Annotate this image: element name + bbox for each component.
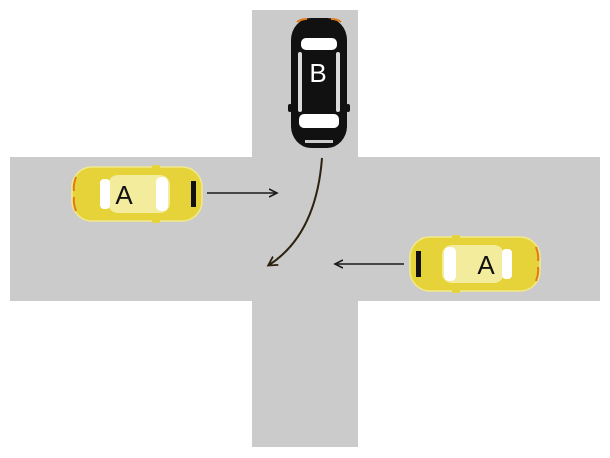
car-a-right-rear-window	[502, 249, 512, 279]
car-b-mirror-right	[346, 104, 350, 112]
car-a-right: A	[410, 235, 540, 293]
car-b-front-bumper	[305, 140, 333, 143]
car-a-left-label: A	[115, 180, 133, 210]
car-a-left-mirror-bottom	[152, 219, 160, 223]
car-a-left: A	[72, 165, 202, 223]
car-b-rear-window	[301, 38, 337, 50]
car-b-windshield	[299, 114, 339, 128]
car-b-mirror-left	[288, 104, 292, 112]
car-a-right-front-bumper	[416, 251, 421, 277]
car-a-right-mirror-bottom	[452, 289, 460, 293]
car-a-right-windshield	[444, 247, 456, 281]
car-b-top: B	[288, 18, 350, 148]
car-a-left-mirror-top	[152, 165, 160, 169]
car-b-label: B	[309, 58, 326, 88]
car-a-right-mirror-top	[452, 235, 460, 239]
car-a-left-rear-window	[100, 179, 110, 209]
car-b-roof-right-strip	[336, 52, 340, 112]
car-b-roof-left-strip	[298, 52, 302, 112]
car-a-right-label: A	[477, 250, 495, 280]
car-a-left-front-bumper	[191, 181, 196, 207]
car-a-left-windshield	[156, 177, 168, 211]
